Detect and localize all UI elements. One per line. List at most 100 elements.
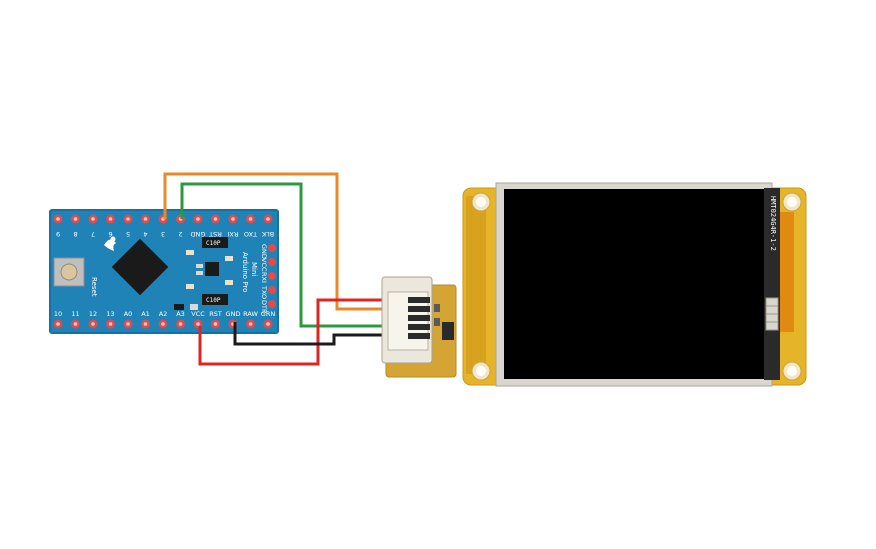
top-header-pin-label: 4	[143, 230, 147, 238]
bottom-header-pin: 12	[88, 310, 98, 329]
top-header-pin-label: TXO	[244, 230, 258, 238]
top-header-pin-label: 7	[91, 230, 95, 238]
top-header-pin: 4	[141, 214, 150, 238]
top-header-pin-label: GND	[191, 230, 206, 238]
side-header-pin-label: VCC	[260, 258, 268, 272]
pin-hole	[213, 322, 218, 326]
side-header-pin: TXO	[260, 285, 276, 299]
pin-hole	[73, 217, 78, 221]
wires	[163, 172, 388, 366]
bottom-header-pin: 11	[71, 310, 80, 329]
pin-hole	[143, 322, 148, 326]
top-header-pin-label: BLK	[261, 230, 274, 238]
side-header-pin-label: GND	[260, 244, 268, 259]
orange-wire	[163, 172, 388, 311]
black-wire	[233, 322, 388, 346]
bottom-header-pin: 13	[106, 310, 115, 329]
pin-hole	[213, 217, 218, 221]
pin-hole	[143, 217, 148, 221]
pin-hole	[248, 322, 253, 326]
top-header-pin-label: 9	[56, 230, 60, 238]
pin-hole	[56, 322, 60, 326]
pin-hole	[196, 217, 200, 221]
bottom-header-pin-label: RAW	[243, 310, 258, 318]
bottom-header-pin-label: A1	[141, 310, 150, 318]
top-header-pin: 5	[123, 214, 133, 238]
mounting-holes	[471, 192, 802, 381]
connector-pins	[408, 297, 430, 339]
top-header-pin-label: 2	[178, 230, 182, 238]
bottom-header-pin-label: 11	[71, 310, 79, 318]
bottom-header-pin: A1	[141, 310, 150, 329]
side-header-pin: VCC	[260, 258, 276, 272]
bottom-header-pin: GRN	[261, 310, 276, 329]
pin-hole	[248, 217, 253, 221]
pin-hole	[178, 322, 183, 326]
pin-hole	[196, 322, 200, 326]
top-header-pin: TXO	[244, 214, 258, 238]
bottom-header-pin-label: GND	[226, 310, 241, 318]
connector-adapter-board	[381, 276, 457, 378]
reset-label: Reset	[90, 277, 98, 297]
bottom-header-pin: RAW	[243, 310, 258, 329]
bottom-header-pin-label: GRN	[261, 310, 276, 318]
top-header-pin-label: 5	[126, 230, 130, 238]
top-header-pin-label: RXI	[227, 230, 238, 238]
top-header-pin: 6	[106, 214, 115, 238]
pin-hole	[91, 322, 95, 326]
pin-hole	[56, 217, 60, 221]
fpc-label: HMT024G4R-1-2	[769, 196, 777, 251]
display-screen	[504, 189, 764, 379]
bottom-header-pin: A2	[158, 310, 168, 329]
bottom-header-pin-label: RST	[209, 310, 222, 318]
side-header-pin: DTR	[260, 300, 276, 314]
top-header-pin-label: RST	[209, 230, 222, 238]
top-header-pin-label: 8	[73, 230, 77, 238]
bottom-header-pin-label: 10	[54, 310, 62, 318]
top-header-pin: 9	[53, 214, 63, 238]
pin-pad	[268, 258, 276, 266]
reset-button	[53, 257, 85, 287]
top-header-pin: RST	[209, 214, 222, 238]
bottom-header-pin-label: 13	[106, 310, 114, 318]
board-name-line2: Mini	[250, 262, 258, 276]
pin-hole	[126, 322, 130, 326]
bottom-header-pin-label: A2	[159, 310, 168, 318]
side-header-pin: RXI	[260, 272, 276, 283]
top-header-pin-label: 3	[161, 230, 165, 238]
fpc-connector	[765, 297, 779, 331]
top-header-pin: RXI	[227, 214, 238, 238]
bottom-header-pin: A3	[176, 310, 185, 329]
top-header-pin: GND	[191, 214, 206, 238]
pin-hole	[161, 322, 165, 326]
capacitor-label-1: C10P	[206, 240, 221, 247]
side-header-pin: GND	[260, 244, 276, 259]
capacitor-label-2: C10P	[206, 297, 221, 304]
capacitor-c10p-2: C10P	[202, 294, 228, 305]
pin-hole	[91, 217, 95, 221]
smd-components	[174, 250, 233, 310]
pin-pad	[268, 300, 276, 308]
top-header-pin: 8	[71, 214, 80, 238]
pin-hole	[231, 217, 235, 221]
pin-pad	[268, 286, 276, 294]
pin-hole	[108, 217, 113, 221]
side-header-pin-label: RXI	[260, 272, 268, 283]
bottom-header-pin-label: VCC	[191, 310, 205, 318]
tft-display-module: HMT024G4R-1-2	[462, 182, 807, 387]
sparkfun-logo-icon	[104, 236, 116, 251]
regulator-chip	[196, 262, 219, 276]
top-header-pin-label: 6	[108, 230, 112, 238]
bottom-header-pin: RST	[209, 310, 222, 329]
capacitor-c10p-1: C10P	[202, 237, 228, 248]
bottom-header-pin-label: A0	[124, 310, 133, 318]
red-wire	[198, 298, 388, 366]
bottom-header-pin-label: A3	[176, 310, 185, 318]
bottom-header-pin: A0	[123, 310, 133, 329]
pin-hole	[73, 322, 78, 326]
pin-hole	[266, 217, 270, 221]
